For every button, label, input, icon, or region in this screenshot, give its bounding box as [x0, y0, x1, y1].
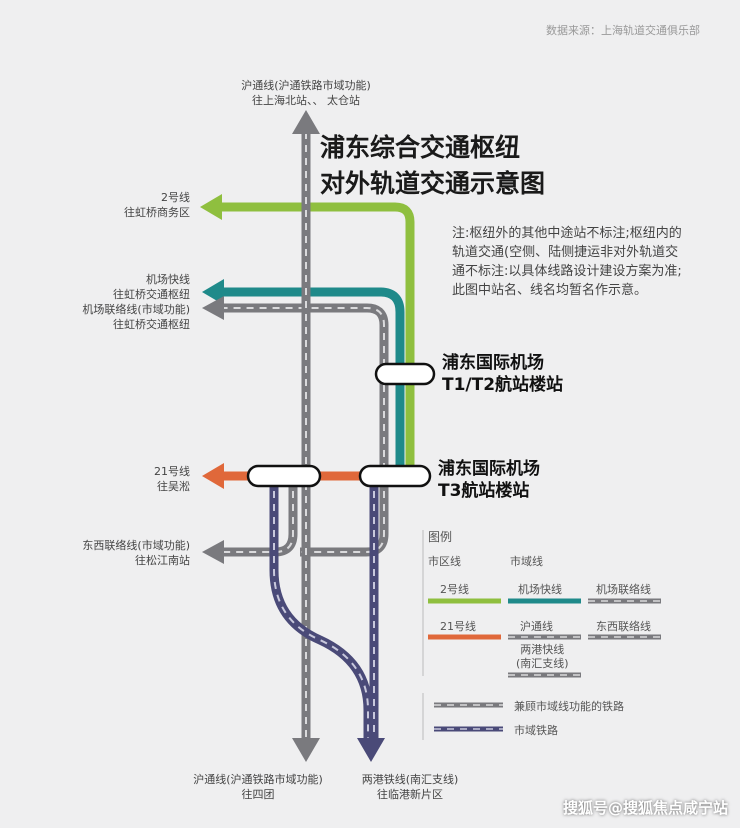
watermark: 搜狐号@搜狐焦点咸宁站: [562, 799, 728, 817]
airport-link-arrow: [202, 296, 224, 320]
airport-link-label: 机场联络线(市域功能) 往虹桥交通枢纽: [82, 303, 190, 331]
line-2-route: [200, 194, 415, 470]
t1t2-station-marker: [374, 362, 436, 386]
data-source: 数据来源：上海轨道交通俱乐部: [546, 24, 700, 37]
title-line-1: 浦东综合交通枢纽: [320, 133, 521, 162]
hutong-south-arrow: [292, 738, 320, 762]
hutong-route: [292, 110, 320, 762]
lianggang-route: [269, 478, 385, 762]
legend-hutong: 沪通线: [520, 620, 553, 633]
legend-rail-suburban: 市域铁路: [514, 724, 558, 737]
legend-lianggang: 两港快线 (南汇支线): [516, 643, 569, 670]
hutong-north-label: 沪通线(沪通铁路市域功能) 往上海北站、、 太仓站: [241, 79, 371, 107]
legend-suburban-header: 市域线: [510, 555, 543, 568]
legend-title: 图例: [428, 530, 453, 544]
line-2-arrow: [200, 194, 222, 220]
t3-station-marker: [358, 464, 432, 488]
airport-express-label: 机场快线 往虹桥交通枢纽: [113, 273, 190, 301]
hutong-south-label: 沪通线(沪通铁路市域功能) 往四团: [193, 773, 323, 801]
legend-east-west: 东西联络线: [596, 620, 651, 633]
line-2-label: 2号线 往虹桥商务区: [124, 191, 190, 219]
airport-express-route: [202, 279, 405, 470]
airport-express-arrow: [202, 279, 224, 305]
lianggang-south-arrow: [357, 738, 385, 762]
title-line-2: 对外轨道交通示意图: [320, 169, 546, 198]
lianggang-south-label: 两港铁线(南汇支线) 往临港新片区: [361, 773, 459, 801]
line-21-label: 21号线 往吴淞: [154, 465, 190, 493]
t1t2-station-label: 浦东国际机场 T1/T2航站楼站: [442, 353, 564, 395]
diagram-note: 注:枢纽外的其他中途站不标注;枢纽内的轨道交通(空侧、陆侧捷运非对外轨道交通不标…: [452, 226, 682, 298]
interchange-station-marker: [246, 464, 322, 488]
t3-station-label: 浦东国际机场 T3航站楼站: [438, 459, 540, 501]
east-west-arrow: [202, 540, 224, 564]
east-west-label: 东西联络线(市域功能) 往松江南站: [82, 539, 190, 567]
airport-link-route: [202, 296, 389, 470]
east-west-link-route: [202, 478, 389, 564]
legend-line2: 2号线: [440, 583, 469, 596]
line-21-arrow: [202, 463, 224, 489]
legend-box: [422, 530, 661, 740]
hutong-north-arrow: [292, 110, 320, 134]
legend-airport-express: 机场快线: [518, 583, 562, 596]
legend-line21: 21号线: [440, 620, 476, 633]
legend-rail-dual: 兼顾市域线功能的铁路: [514, 700, 624, 713]
diagram-title: 浦东综合交通枢纽 对外轨道交通示意图: [320, 130, 545, 202]
legend-metro-header: 市区线: [428, 555, 461, 568]
legend-airport-link: 机场联络线: [596, 583, 651, 596]
